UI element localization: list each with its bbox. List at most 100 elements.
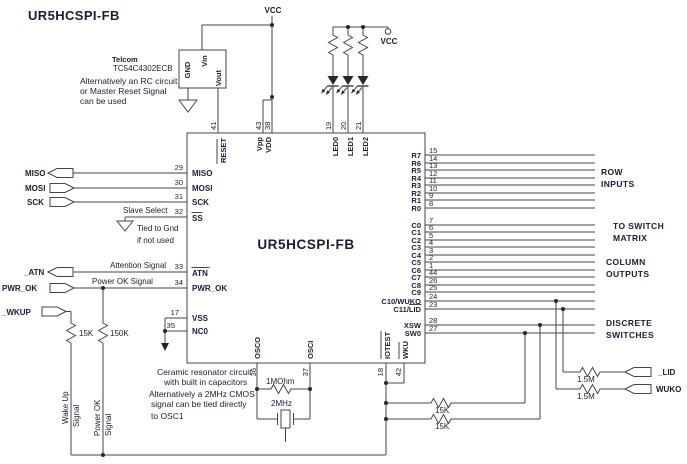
wire-left — [66, 172, 386, 456]
chip-name: UR5HCSPI-FB — [257, 237, 354, 252]
right-pin-number: 15 — [429, 146, 437, 155]
right-pin-number: 28 — [429, 316, 437, 325]
resistor-150k-pwrok — [97, 320, 109, 346]
group-label-switch-2: MATRIX — [613, 233, 647, 243]
led-symbols — [321, 76, 369, 95]
pin-label-pwrok: PWR_OK — [192, 284, 227, 293]
pin-number: 17 — [171, 308, 179, 317]
wuko-connector — [623, 384, 652, 394]
chip-body — [186, 132, 426, 364]
wkup-connector — [41, 306, 68, 317]
junction-dots — [101, 23, 565, 457]
wkup-port-label: _WKUP — [1, 308, 32, 317]
wires — [66, 16, 625, 456]
miso-connector — [46, 168, 74, 178]
resistor-value-15k: 15K — [79, 329, 94, 338]
wuko-port-label: WUKO — [656, 385, 681, 394]
wire-power — [187, 16, 273, 133]
right-pin-number: 12 — [429, 169, 437, 178]
slave-select-label: Slave Select — [123, 206, 168, 215]
right-pin-label: XSW — [404, 321, 422, 330]
pin-number: 29 — [175, 163, 183, 172]
right-pin-label: SW0 — [405, 329, 421, 338]
pin-label-vdd: VDD — [264, 136, 273, 152]
resistor-value-1m5-wuko: 1.5M — [577, 392, 595, 401]
right-pin-number: 7 — [429, 216, 433, 225]
right-pin-number: 3 — [429, 246, 433, 255]
pin-number: 21 — [354, 122, 363, 130]
wire-iotest — [385, 325, 541, 455]
resistor-15k-xsw — [428, 397, 454, 409]
ground-symbol-slave-select — [115, 220, 135, 232]
wake-up-signal-v2: Signal — [72, 405, 81, 427]
right-pin-number: 13 — [429, 161, 437, 170]
pin-number: 42 — [394, 368, 403, 376]
resistor-1m5-lid — [577, 366, 603, 378]
pin-label-iotest: IOTEST — [383, 331, 392, 359]
right-pin-number: 14 — [429, 154, 437, 163]
osc-note-1: Ceramic resonator circuit — [157, 367, 252, 377]
group-label-disc-1: DISCRETE — [606, 318, 652, 328]
power-ok-signal-v1: Power OK — [93, 399, 102, 436]
right-pin-number: 44 — [429, 268, 437, 277]
pin-number: 20 — [339, 122, 348, 130]
pin-label-vss: VSS — [192, 314, 209, 323]
right-pin-number: 8 — [429, 199, 433, 208]
pin-label-osci: OSCI — [306, 341, 315, 359]
led-emission-arrowhead — [356, 90, 360, 95]
pin-number: 18 — [376, 368, 385, 376]
group-label-disc-2: SWITCHES — [606, 330, 654, 340]
pwr-ok-port-label: PWR_OK — [2, 284, 37, 293]
osc-note-4: signal can be tied directly — [151, 399, 247, 409]
pin-label-led1: LED1 — [346, 137, 355, 156]
right-pin-label: C6 — [411, 266, 421, 275]
right-pin-number: 23 — [429, 300, 437, 309]
tied-gnd-note-2: if not used — [137, 236, 174, 245]
pin-label-atn: ATN — [192, 269, 208, 278]
power-ok-signal-label: Power OK Signal — [92, 277, 153, 286]
right-pin-number: 10 — [429, 184, 437, 193]
ground-symbol-regulator — [178, 99, 198, 113]
pin-label-vpp: Vpp — [255, 137, 264, 152]
pin-number: 19 — [324, 122, 333, 130]
regulator-vout-pin: Vout — [214, 69, 223, 86]
right-pin-label: R2 — [411, 189, 421, 198]
tied-gnd-note-1: Tied to Gnd — [137, 224, 179, 233]
power-ok-signal-v2: Signal — [104, 414, 113, 436]
right-pin-number: 6 — [429, 223, 433, 232]
mosi-port-label: MOSI — [25, 184, 45, 193]
regulator-brand: Telcom — [112, 55, 138, 64]
right-pin-number: 11 — [429, 176, 437, 185]
group-label-row-1: ROW — [601, 167, 624, 177]
resistor-symbols — [65, 32, 603, 425]
right-pin-label: C4 — [411, 251, 421, 260]
regulator-body — [178, 49, 227, 89]
pin-number: 34 — [175, 278, 183, 287]
miso-port-label: MISO — [25, 169, 45, 178]
atn-connector — [46, 267, 74, 277]
right-pin-label: C1 — [411, 228, 421, 237]
resistor-led0 — [327, 32, 339, 58]
wire-led-rail — [332, 26, 389, 133]
pin-label-led2: LED2 — [361, 137, 370, 156]
right-pin-number: 4 — [429, 238, 433, 247]
resistor-value-1mohm: 1MOhm — [266, 377, 295, 386]
resistor-value-15k-sw0: 15K — [435, 422, 450, 431]
right-pin-label: C7 — [411, 273, 421, 282]
overline-bars — [191, 139, 400, 359]
mosi-connector — [49, 183, 76, 193]
pin-label-mosi: MOSI — [192, 184, 212, 193]
right-pin-number: 24 — [429, 292, 437, 301]
right-pin-number: 27 — [429, 324, 437, 333]
led-emission-arrowhead — [351, 88, 356, 93]
resistor-15k-wkup — [65, 320, 77, 346]
resistor-1mohm — [268, 383, 294, 395]
sck-port-label: SCK — [27, 198, 44, 207]
pin-label-nc0: NC0 — [192, 327, 209, 336]
group-label-row-2: INPUTS — [601, 179, 635, 189]
regulator-note-1: Alternatively an RC circuit — [80, 76, 178, 86]
right-pin-label: R4 — [411, 174, 421, 183]
right-pin-label: C11/LID — [393, 305, 421, 314]
